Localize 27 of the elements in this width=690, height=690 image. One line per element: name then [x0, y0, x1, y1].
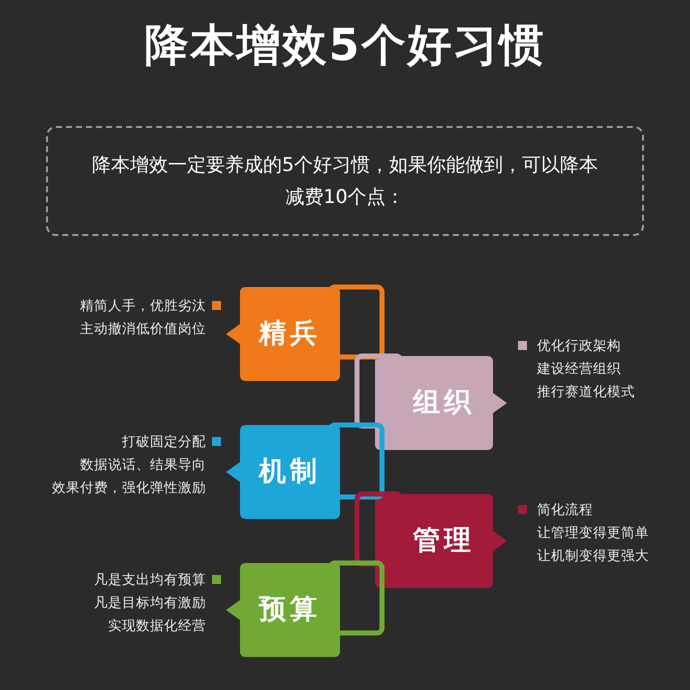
- point-text: 凡是支出均有预算: [94, 572, 206, 588]
- point-text: 凡是目标均有激励: [94, 595, 206, 611]
- card-title: 精兵: [258, 317, 322, 351]
- point-text: 数据说话、结果导向: [80, 457, 206, 473]
- speech-bubble-card: [226, 563, 340, 657]
- intro-text: 降本增效一定要养成的5个好习惯，如果你能做到，可以降本减费10个点：: [90, 152, 600, 210]
- card-title: 管理: [412, 524, 476, 558]
- speech-bubble-card: [226, 425, 340, 519]
- speech-bubble-card: [375, 494, 507, 588]
- point-text: 主动撤消低价值岗位: [80, 321, 206, 337]
- point-text: 优化行政架构: [537, 338, 621, 354]
- point-text: 建设经营组织: [537, 361, 621, 377]
- dashed-text-box: [46, 126, 644, 236]
- point-text: 让机制变得更强大: [537, 548, 649, 564]
- point-text: 简化流程: [537, 502, 593, 518]
- card-title: 组织: [412, 386, 476, 420]
- speech-bubble-card: [375, 356, 507, 450]
- card-title: 预算: [258, 593, 322, 627]
- point-text: 效果付费，强化弹性激励: [52, 480, 206, 496]
- point-text: 实现数据化经营: [108, 618, 206, 634]
- point-text: 精简人手，优胜劣汰: [80, 298, 206, 314]
- point-text: 推行赛道化模式: [537, 384, 635, 400]
- title: 降本增效5个好习惯: [144, 19, 546, 73]
- point-text: 打破固定分配: [122, 434, 206, 450]
- point-text: 让管理变得更简单: [537, 525, 649, 541]
- card-title: 机制: [258, 455, 322, 489]
- speech-bubble-card: [226, 287, 340, 381]
